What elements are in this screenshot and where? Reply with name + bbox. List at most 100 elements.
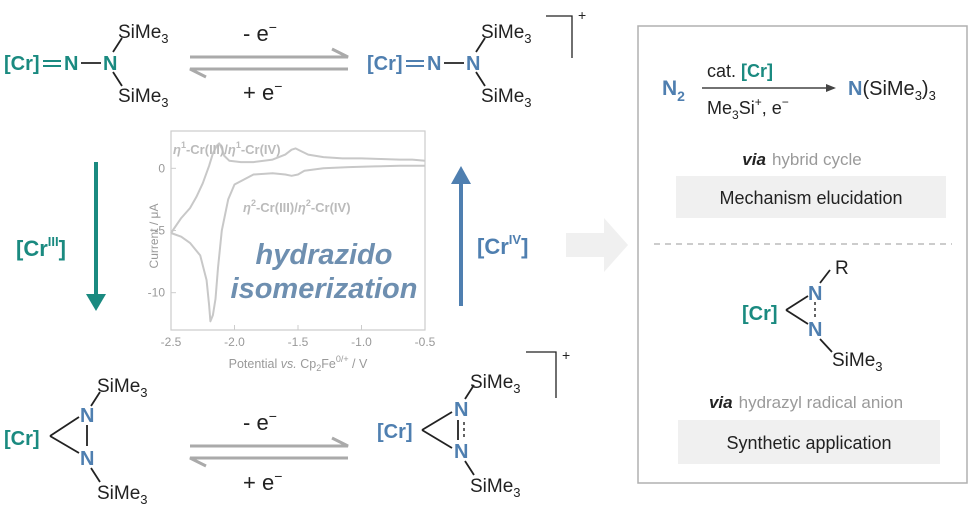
cv-trace bbox=[170, 142, 426, 323]
bottom-redox-arrows: - e− + e− bbox=[189, 408, 349, 495]
bond-line bbox=[421, 411, 453, 431]
n-atom: N bbox=[454, 399, 468, 421]
mechanism-text: Mechanism elucidation bbox=[719, 188, 902, 208]
y-axis-label: Current / μA bbox=[147, 204, 161, 269]
reagent-label: Me3Si+, e− bbox=[707, 95, 789, 122]
sime3-label: SiMe3 bbox=[470, 372, 521, 396]
r-group-label: R bbox=[835, 258, 849, 279]
forward-arrow bbox=[190, 47, 349, 59]
plus-charge: + bbox=[562, 347, 570, 363]
bond-line bbox=[475, 37, 486, 53]
bond-line bbox=[90, 467, 101, 483]
cr-label: [Cr] bbox=[742, 303, 778, 325]
n-atom: N bbox=[808, 319, 822, 341]
bond-line bbox=[112, 37, 123, 53]
x-axis-label: Potential vs. Cp2Fe0/+ / V bbox=[229, 354, 368, 373]
y-tick-label: -10 bbox=[148, 286, 166, 300]
eta1-crIII-species: [Cr] N N SiMe3 SiMe3 bbox=[4, 22, 169, 110]
sime3-label: SiMe3 bbox=[481, 22, 532, 46]
eta1-crIV-species: [Cr] N N SiMe3 SiMe3 + bbox=[367, 7, 586, 110]
x-tick-label: -0.5 bbox=[415, 335, 436, 349]
y-tick-label: -5 bbox=[154, 224, 165, 238]
reduction-label: + e− bbox=[243, 78, 282, 105]
down-arrow-head bbox=[86, 294, 106, 311]
sime3-label: SiMe3 bbox=[97, 376, 148, 400]
n-atom: N bbox=[80, 405, 94, 427]
up-arrow-head bbox=[451, 166, 471, 184]
eta2-crIV-species: [Cr] N N SiMe3 SiMe3 + bbox=[377, 347, 570, 500]
bond-line bbox=[819, 269, 831, 284]
panel-frame bbox=[637, 25, 968, 484]
sime3-label: SiMe3 bbox=[118, 22, 169, 46]
y-tick-label: 0 bbox=[158, 161, 165, 175]
bond-line bbox=[785, 309, 809, 325]
reverse-arrow bbox=[189, 456, 348, 468]
n-atom: N bbox=[64, 53, 78, 75]
crIII-label: [CrIII] bbox=[16, 234, 66, 261]
bond-line bbox=[90, 391, 101, 407]
reduction-label: + e− bbox=[243, 468, 282, 495]
x-tick-label: -2.0 bbox=[224, 335, 245, 349]
forward-arrow bbox=[190, 436, 349, 448]
cr-label: [Cr] bbox=[4, 428, 40, 450]
bond-line bbox=[785, 295, 809, 311]
cv-plot: 0 -5 -10 -2.5 -2.0 -1.5 -1.0 -0.5 Current / μA… bbox=[147, 130, 436, 373]
cv-cathodic-sweep bbox=[170, 164, 425, 323]
bond-line bbox=[112, 71, 123, 87]
isomerization-text: isomerization bbox=[231, 273, 418, 305]
eta2-annotation: η2-Cr(III)/η2-Cr(IV) bbox=[243, 198, 351, 215]
n-atom: N bbox=[103, 53, 117, 75]
reaction-arrow-head bbox=[826, 84, 836, 92]
sime3-label: SiMe3 bbox=[97, 483, 148, 505]
synthetic-text: Synthetic application bbox=[726, 433, 891, 453]
x-tick-label: -2.5 bbox=[161, 335, 182, 349]
bond-line bbox=[819, 338, 833, 353]
cr-label: [Cr] bbox=[367, 53, 403, 75]
n-atom: N bbox=[80, 448, 94, 470]
n-atom: N bbox=[466, 53, 480, 75]
hydrazido-text: hydrazido bbox=[256, 239, 393, 271]
charge-bracket bbox=[546, 15, 573, 58]
x-tick-label: -1.5 bbox=[288, 335, 309, 349]
mechanism-box bbox=[676, 176, 946, 218]
bond-line bbox=[475, 71, 486, 87]
crIV-label: [CrIV] bbox=[477, 232, 528, 259]
n-atom: N bbox=[427, 53, 441, 75]
n2-label: N2 bbox=[662, 77, 685, 104]
big-arrow-to-panel bbox=[566, 218, 628, 272]
sime3-label: SiMe3 bbox=[481, 86, 532, 110]
top-redox-arrows: - e− + e− bbox=[189, 19, 349, 105]
oxidation-label: - e− bbox=[243, 408, 277, 435]
x-ticks: -2.5 -2.0 -1.5 -1.0 -0.5 bbox=[161, 325, 436, 349]
cr-label: [Cr] bbox=[4, 53, 40, 75]
plus-charge: + bbox=[578, 7, 586, 23]
bond-line bbox=[49, 435, 80, 454]
n-atom: N bbox=[808, 283, 822, 305]
left-isomerization-arrow: [CrIII] bbox=[16, 162, 106, 311]
bond-line bbox=[49, 416, 80, 437]
n-atom: N bbox=[454, 441, 468, 463]
cr-label: [Cr] bbox=[377, 421, 413, 443]
bond-line bbox=[421, 429, 453, 449]
eta2-crIII-species: [Cr] N N SiMe3 SiMe3 bbox=[4, 376, 148, 505]
product-label: N(SiMe3)3 bbox=[848, 78, 936, 103]
sime3-label: SiMe3 bbox=[832, 350, 883, 374]
catalyst-label: cat. [Cr] bbox=[707, 61, 773, 81]
synthetic-box bbox=[678, 420, 940, 464]
bond-line bbox=[464, 384, 475, 400]
bond-line bbox=[464, 460, 475, 476]
reverse-arrow bbox=[189, 67, 348, 79]
sime3-label: SiMe3 bbox=[118, 86, 169, 110]
cv-anodic-sweep bbox=[170, 142, 426, 234]
oxidation-label: - e− bbox=[243, 19, 277, 46]
right-isomerization-arrow: [CrIV] bbox=[451, 166, 528, 306]
charge-bracket bbox=[526, 351, 557, 398]
x-tick-label: -1.0 bbox=[351, 335, 372, 349]
sime3-label: SiMe3 bbox=[470, 476, 521, 500]
eta1-annotation: η1-Cr(III)/η1-Cr(IV) bbox=[173, 140, 281, 157]
